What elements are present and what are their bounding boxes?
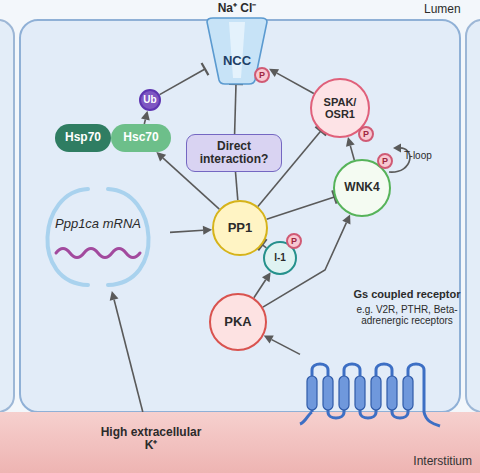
arrow-head (203, 226, 212, 235)
arrow-head (141, 111, 150, 121)
gpcr-receptor-outline (300, 352, 440, 430)
connector-line (350, 146, 354, 160)
node-text: Ppp1ca mRNA (26, 217, 170, 232)
node-text: Direct interaction? (191, 140, 277, 167)
connector (170, 226, 212, 235)
phosphatase-circle: PP1 (212, 200, 268, 256)
arrow-head (269, 69, 279, 77)
connector-line (170, 230, 203, 232)
neighbor-cell (0, 20, 14, 412)
connector (269, 69, 314, 94)
node-text: P (259, 70, 265, 80)
connector-line (267, 197, 335, 219)
node-text: NCC (223, 54, 251, 69)
node-text: SPAK/ OSR1 (319, 96, 361, 121)
connector (229, 84, 243, 134)
node-text: P (291, 236, 297, 246)
question-box: Direct interaction? (186, 134, 282, 172)
mrna-vesicle: Ppp1ca mRNA (26, 183, 170, 291)
phosphate-circle: P (254, 67, 270, 83)
connector-line (160, 69, 205, 95)
node-text: WNK4 (344, 181, 379, 194)
arrow-head (156, 152, 166, 161)
connector (160, 63, 209, 95)
connector-line (236, 172, 238, 200)
connector (254, 272, 271, 298)
connector (141, 111, 150, 124)
gpcr-receptor: Gs coupled receptore.g. V2R, PTHR, Beta-… (300, 352, 440, 430)
arrow-head (264, 335, 274, 343)
arrow-head (262, 272, 271, 282)
kinase-circle: PKA (209, 293, 267, 351)
connector (346, 137, 355, 160)
annotation-label: T-loop (404, 150, 432, 161)
node-text: Ub (143, 94, 156, 105)
arrow-head (110, 291, 119, 301)
chaperone-box: Hsc70 (111, 124, 171, 152)
connector-line (235, 84, 236, 134)
connector (264, 335, 300, 354)
node-text: Interstitium (413, 455, 472, 468)
node-text: Hsc70 (123, 131, 158, 144)
connector-line (114, 300, 143, 412)
phosphate-circle: P (377, 153, 393, 169)
connector (236, 172, 238, 200)
inhibition-bar (202, 63, 209, 75)
annotation-label: Na⁺ Cl⁻ (200, 2, 274, 15)
phosphate-circle: P (286, 233, 302, 249)
connector-line (263, 223, 347, 308)
connector-line (277, 73, 314, 93)
node-text: I-1 (274, 252, 286, 263)
connector (267, 190, 337, 219)
annotation-label: Lumen (424, 3, 461, 16)
arrow-head (393, 144, 401, 153)
interstitium-band: Interstitium High extracellular K⁺ (0, 412, 480, 473)
node-text: e.g. V2R, PTHR, Beta-adrenergic receptor… (340, 304, 474, 326)
mrna-vesicle-outline (26, 183, 170, 291)
chaperone-box: Hsp70 (55, 124, 111, 152)
node-text: PKA (224, 315, 251, 330)
node-text: PP1 (228, 221, 253, 236)
ubiquitin-circle: Ub (139, 89, 161, 111)
connector-line (272, 340, 300, 355)
node-text: P (363, 129, 369, 139)
arrow-head (346, 137, 355, 147)
node-text: P (382, 156, 388, 166)
node-text: High extracellular K⁺ (95, 426, 207, 453)
connector-line (254, 280, 266, 298)
node-text: Gs coupled receptor (342, 288, 472, 300)
arrow-head (342, 214, 350, 224)
phosphate-circle: P (358, 126, 374, 142)
neighbor-cell (466, 20, 480, 412)
connector (263, 214, 351, 307)
connector (110, 291, 143, 412)
node-text: Hsp70 (65, 131, 101, 144)
